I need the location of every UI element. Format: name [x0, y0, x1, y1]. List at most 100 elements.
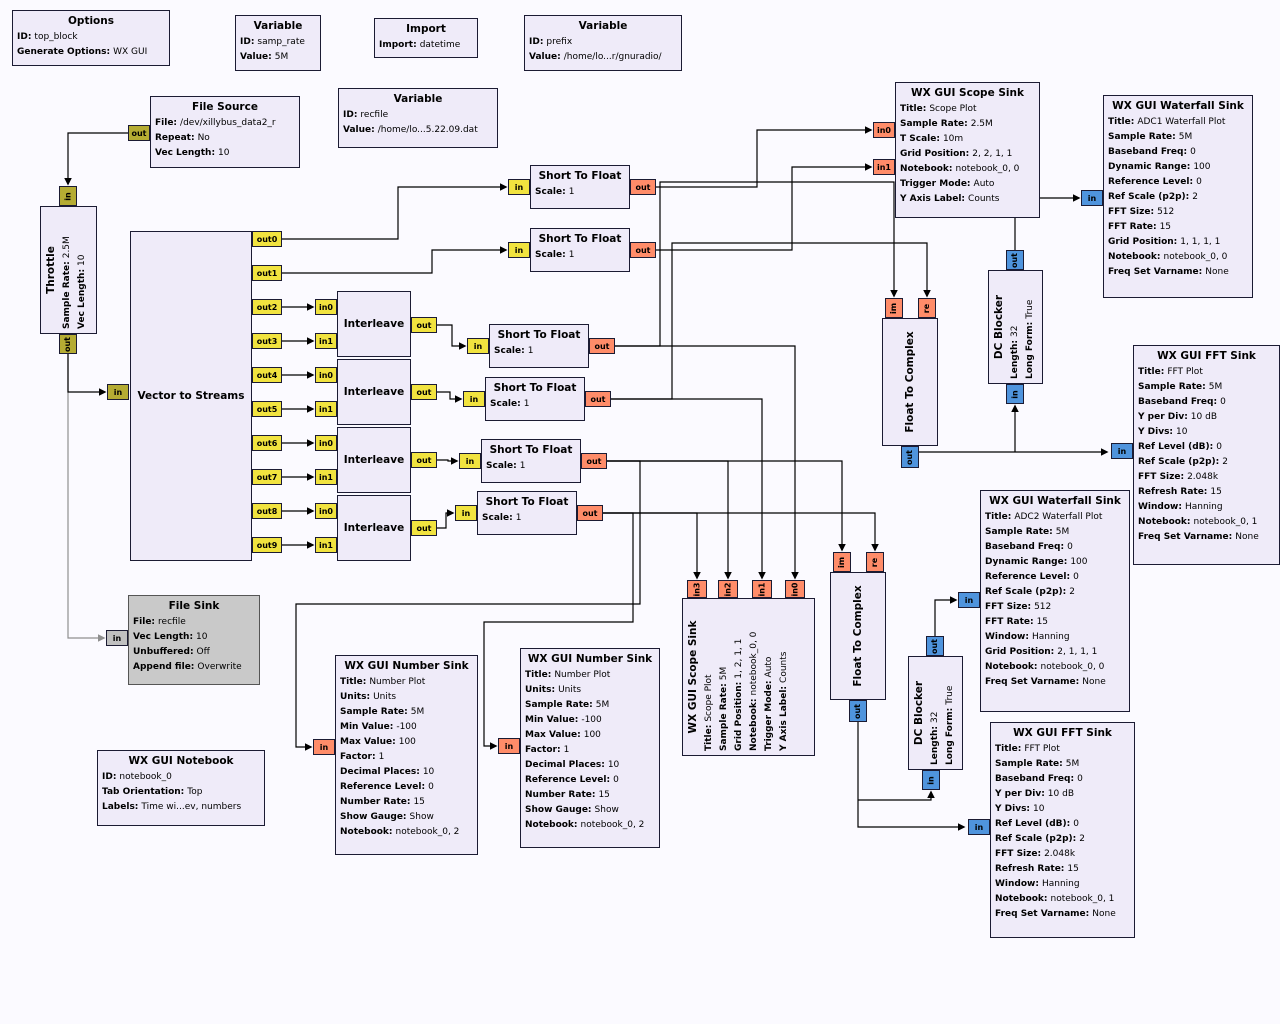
port-stf2-out[interactable]: out	[630, 242, 656, 258]
block-ftc1[interactable]: Float To Complex	[882, 318, 938, 446]
port-wf1-in[interactable]: in	[1081, 190, 1103, 206]
port-scope2-in3[interactable]: in3	[687, 580, 707, 598]
port-ftc2-out[interactable]: out	[849, 700, 867, 722]
port-throttle-out[interactable]: out	[59, 334, 77, 354]
port-i3-in0[interactable]: in0	[315, 435, 337, 451]
port-vts-out5[interactable]: out5	[252, 401, 282, 417]
connection[interactable]	[857, 722, 966, 831]
connection[interactable]	[437, 391, 463, 403]
port-vts-out3[interactable]: out3	[252, 333, 282, 349]
port-stf5-in[interactable]: in	[459, 453, 481, 469]
block-vts[interactable]: Vector to Streams	[130, 231, 252, 561]
connection[interactable]	[934, 596, 958, 636]
port-i4-in1[interactable]: in1	[315, 537, 337, 553]
port-dcb2-in[interactable]: in	[922, 770, 940, 790]
port-vts-in[interactable]: in	[107, 384, 129, 400]
block-ftc2[interactable]: Float To Complex	[830, 572, 886, 700]
port-vts-out1[interactable]: out1	[252, 265, 282, 281]
port-stf3-out[interactable]: out	[589, 338, 615, 354]
port-stf4-in[interactable]: in	[463, 391, 485, 407]
port-stf6-out[interactable]: out	[577, 505, 603, 521]
connection[interactable]	[437, 457, 459, 465]
port-fft1-in[interactable]: in	[1111, 443, 1133, 459]
port-scope1-in0[interactable]: in0	[873, 122, 895, 138]
connection[interactable]	[611, 242, 931, 400]
port-stf4-out[interactable]: out	[585, 391, 611, 407]
port-vts-out0[interactable]: out0	[252, 231, 282, 247]
connection[interactable]	[437, 509, 455, 529]
connection[interactable]	[282, 246, 508, 274]
connection[interactable]	[603, 512, 879, 552]
port-i3-in1[interactable]: in1	[315, 469, 337, 485]
port-file_source-out[interactable]: out	[128, 125, 150, 141]
connection[interactable]	[615, 345, 799, 580]
connection[interactable]	[656, 126, 873, 188]
connection[interactable]	[282, 183, 508, 240]
port-scope1-in1[interactable]: in1	[873, 159, 895, 175]
port-ftc2-re[interactable]: re	[866, 552, 884, 572]
port-vts-out6[interactable]: out6	[252, 435, 282, 451]
port-stf3-in[interactable]: in	[467, 338, 489, 354]
port-scope2-in0[interactable]: in0	[785, 580, 805, 598]
connection[interactable]	[437, 324, 467, 350]
connection[interactable]	[64, 132, 128, 186]
connection[interactable]	[483, 512, 634, 750]
port-i2-in0[interactable]: in0	[315, 367, 337, 383]
port-ftc1-im[interactable]: im	[885, 298, 903, 318]
port-i4-out[interactable]: out	[411, 520, 437, 536]
port-fft2-in[interactable]: in	[968, 819, 990, 835]
port-dcb1-out[interactable]: out	[1006, 250, 1024, 270]
port-scope2-in2[interactable]: in2	[718, 580, 738, 598]
connection[interactable]	[607, 460, 846, 552]
connection[interactable]	[607, 460, 732, 580]
port-vts-out9[interactable]: out9	[252, 537, 282, 553]
port-number1-in[interactable]: in	[313, 739, 335, 755]
port-throttle-in[interactable]: in	[59, 186, 77, 206]
port-file_sink-in[interactable]: in	[106, 630, 128, 646]
port-ftc1-out[interactable]: out	[901, 446, 919, 468]
port-scope2-in1[interactable]: in1	[752, 580, 772, 598]
port-ftc2-im[interactable]: im	[833, 552, 851, 572]
block-i2[interactable]: Interleave	[337, 359, 411, 425]
block-i1[interactable]: Interleave	[337, 291, 411, 357]
port-stf2-in[interactable]: in	[508, 242, 530, 258]
port-number2-in[interactable]: in	[498, 738, 520, 754]
connection[interactable]	[858, 790, 935, 801]
port-i1-in0[interactable]: in0	[315, 299, 337, 315]
port-stf5-out[interactable]: out	[581, 453, 607, 469]
port-vts-out8[interactable]: out8	[252, 503, 282, 519]
port-stf1-out[interactable]: out	[630, 179, 656, 195]
port-dcb1-in[interactable]: in	[1006, 384, 1024, 404]
block-i3[interactable]: Interleave	[337, 427, 411, 493]
port-i4-in0[interactable]: in0	[315, 503, 337, 519]
connection[interactable]	[615, 181, 898, 347]
port-i2-out[interactable]: out	[411, 384, 437, 400]
connection[interactable]	[67, 354, 107, 396]
port-vts-out4[interactable]: out4	[252, 367, 282, 383]
port-i1-out[interactable]: out	[411, 317, 437, 333]
connection[interactable]	[611, 398, 766, 580]
connection[interactable]	[656, 163, 873, 251]
port-vts-out2[interactable]: out2	[252, 299, 282, 315]
